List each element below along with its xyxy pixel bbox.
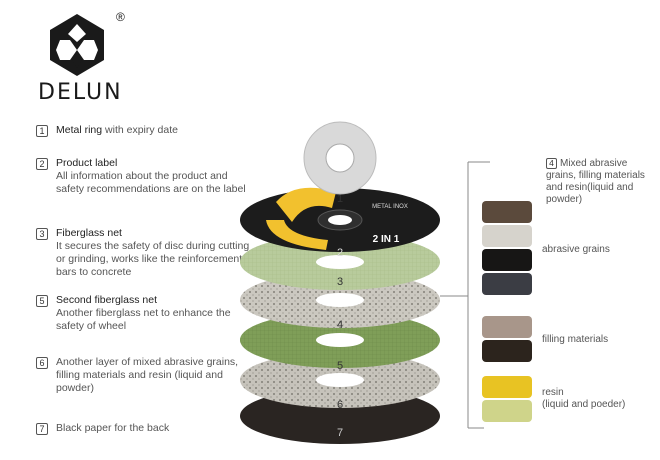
disc-layer-6-abrasive: 6 xyxy=(240,352,440,411)
registered-mark: ® xyxy=(116,10,125,24)
abrasive-grain-swatch-black xyxy=(482,249,532,271)
resin-powder-swatch xyxy=(482,400,532,422)
disc-label-1: 1 xyxy=(337,193,343,205)
abrasive-grain-swatch-brown xyxy=(482,201,532,223)
disc-label-3: 3 xyxy=(337,276,343,288)
layer-title: Another layer of mixed abrasive grains, … xyxy=(56,356,239,394)
abrasive-grain-swatch-dark-gray xyxy=(482,273,532,295)
filling-material-swatch-dark xyxy=(482,340,532,362)
disc-layer-5-second-fiberglass: 5 xyxy=(240,312,440,372)
layer-description: Another fiberglass net to enhance the sa… xyxy=(56,307,231,332)
layer-number: 7 xyxy=(36,423,48,435)
disc-label-4: 4 xyxy=(337,319,343,331)
layer-number: 5 xyxy=(36,295,48,307)
disc-layer-1-metal-ring: 1 xyxy=(303,121,377,205)
bracket-connector xyxy=(440,161,490,429)
layer-number: 3 xyxy=(36,228,48,240)
label-big-text: 2 IN 1 xyxy=(373,234,400,245)
layer-title: Fiberglass net xyxy=(56,227,122,239)
layer-number: 1 xyxy=(36,125,48,137)
disc-label-2: 2 xyxy=(337,247,343,259)
abrasive-grain-swatch-white xyxy=(482,225,532,247)
layer-description: It secures the safety of disc during cut… xyxy=(56,240,250,278)
layer-title: Product label xyxy=(56,157,118,169)
label-brand-text: METAL INOX xyxy=(372,204,408,210)
disc-layer-2-product-label: METAL INOX 2 IN 1 2 xyxy=(240,187,440,259)
filling-materials-label: filling materials xyxy=(542,334,609,345)
resin-liquid-swatch xyxy=(482,376,532,398)
disc-label-5: 5 xyxy=(337,360,343,372)
brand-name: DELUN xyxy=(38,80,123,105)
resin-label: resin (liquid and poeder) xyxy=(542,387,626,410)
brand-logo: ® DELUN xyxy=(36,10,126,105)
layer-title-bold: Metal ring xyxy=(56,124,103,136)
layer-title: Second fiberglass net xyxy=(56,294,157,306)
disc-layer-stack: 7 6 5 4 3 METAL INOX 2 IN 1 2 xyxy=(240,121,440,444)
components-number: 4 xyxy=(546,158,557,169)
components-heading-text: Mixed abrasive grains, filling materials… xyxy=(546,158,645,205)
layer-number: 6 xyxy=(36,357,48,369)
layer-title: Black paper for the back xyxy=(56,422,170,434)
disc-label-6: 6 xyxy=(337,399,343,411)
filling-material-swatch-tan xyxy=(482,316,532,338)
delun-logo-icon xyxy=(50,14,104,76)
layer-number: 2 xyxy=(36,158,48,170)
abrasive-grains-label: abrasive grains xyxy=(542,244,610,255)
disc-layer-3-fiberglass: 3 xyxy=(240,234,440,290)
layer-title: Metal ring with expiry date xyxy=(56,124,256,137)
disc-label-7: 7 xyxy=(337,427,343,439)
layer-title-rest: with expiry date xyxy=(102,124,178,136)
layer-description: All information about the product and sa… xyxy=(56,170,246,195)
